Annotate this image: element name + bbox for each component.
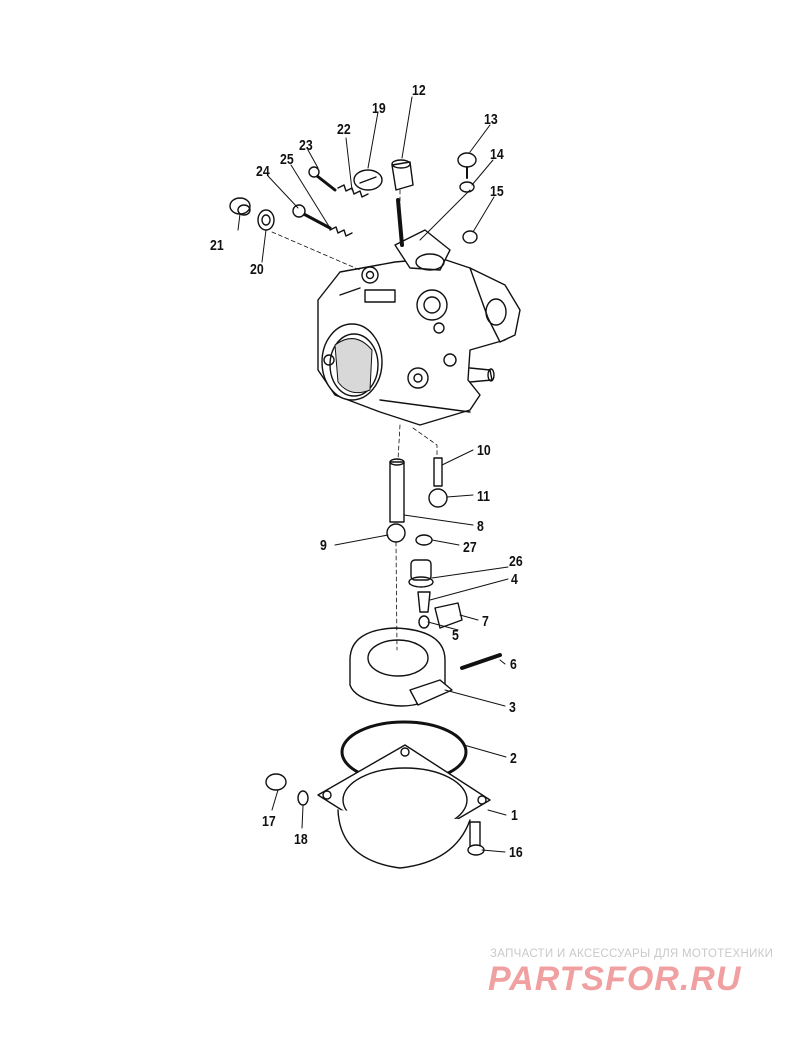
- callout-7: 7: [482, 613, 489, 630]
- callout-15: 15: [490, 183, 504, 200]
- choke-shaft-parts: [229, 152, 478, 247]
- callout-26: 26: [509, 553, 523, 570]
- callout-8: 8: [477, 518, 484, 535]
- callout-21: 21: [210, 237, 224, 254]
- callout-22: 22: [337, 121, 351, 138]
- callout-3: 3: [509, 699, 516, 716]
- callout-4: 4: [511, 571, 518, 588]
- jet-parts: [386, 457, 502, 670]
- callout-9: 9: [320, 537, 327, 554]
- carburetor-body: [317, 229, 521, 426]
- callout-23: 23: [299, 137, 313, 154]
- watermark-logo-text: PARTSFOR.RU: [488, 962, 742, 998]
- callout-24: 24: [256, 163, 270, 180]
- callout-5: 5: [452, 627, 459, 644]
- callout-12: 12: [412, 82, 426, 99]
- callout-17: 17: [262, 813, 276, 830]
- callout-20: 20: [250, 261, 264, 278]
- callout-27: 27: [463, 539, 477, 556]
- float-bowl: [265, 744, 491, 869]
- callout-16: 16: [509, 844, 523, 861]
- callout-18: 18: [294, 831, 308, 848]
- callout-11: 11: [477, 488, 491, 505]
- callout-25: 25: [280, 151, 294, 168]
- alignment-lines: [271, 189, 438, 651]
- callout-19: 19: [372, 100, 386, 117]
- callout-6: 6: [510, 656, 517, 673]
- callout-2: 2: [510, 750, 517, 767]
- float: [349, 627, 453, 707]
- callout-13: 13: [484, 111, 498, 128]
- callout-1: 1: [511, 807, 518, 824]
- callout-10: 10: [477, 442, 491, 459]
- callout-14: 14: [490, 146, 504, 163]
- watermark-logo: PARTSFOR.RU: [488, 962, 742, 998]
- watermark-caption: ЗАПЧАСТИ И АКСЕССУАРЫ ДЛЯ МОТОТЕХНИКИ: [490, 948, 774, 960]
- leader-lines: [237, 96, 509, 853]
